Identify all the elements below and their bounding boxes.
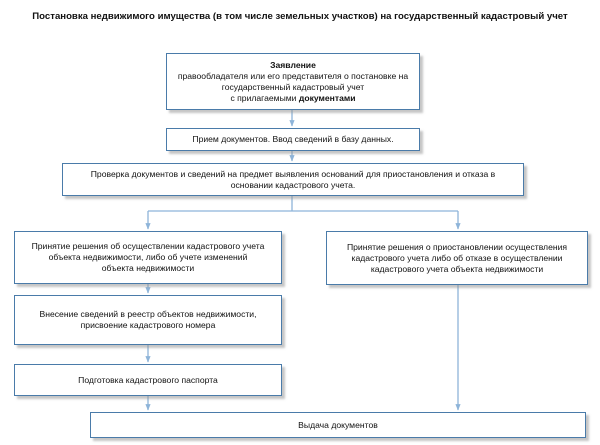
application-line-1: правообладателя или его представителя о … <box>177 70 409 81</box>
application-heading: Заявление <box>270 59 316 70</box>
application-line-3-bold: документами <box>298 92 356 103</box>
page-title: Постановка недвижимого имущества (в том … <box>32 11 568 22</box>
passport-box: Подготовка кадастрового паспорта <box>14 364 282 396</box>
decision-approve-line-2: объекта недвижимости, либо об учете изме… <box>48 252 248 262</box>
intake-box: Прием документов. Ввод сведений в базу д… <box>166 128 420 151</box>
application-line-3-prefix: с прилагаемыми <box>230 92 299 103</box>
passport-text: Подготовка кадастрового паспорта <box>78 374 218 385</box>
registry-entry-line-1: Внесение сведений в реестр объектов недв… <box>39 309 257 319</box>
decision-approve-box: Принятие решения об осуществлении кадаст… <box>14 231 282 284</box>
decision-approve-line-1: Принятие решения об осуществлении кадаст… <box>31 241 265 251</box>
decision-approve-line-3: объекта недвижимости <box>101 263 195 273</box>
application-box: Заявление правообладателя или его предст… <box>166 53 420 110</box>
verification-box: Проверка документов и сведений на предме… <box>62 163 524 196</box>
decision-refuse-box: Принятие решения о приостановлении осуще… <box>326 231 588 285</box>
verification-line-1: Проверка документов и сведений на предме… <box>90 168 496 179</box>
issuance-box: Выдача документов <box>90 412 586 438</box>
decision-refuse-line-3: кадастрового учета объекта недвижимости <box>370 263 544 274</box>
intake-text: Прием документов. Ввод сведений в базу д… <box>192 134 394 144</box>
application-line-3: с прилагаемыми документами <box>178 93 408 104</box>
registry-entry-box: Внесение сведений в реестр объектов недв… <box>14 295 282 345</box>
decision-refuse-line-1: Принятие решения о приостановлении осуще… <box>346 241 568 252</box>
decision-refuse-line-2: кадастрового учета либо об отказе в осущ… <box>351 252 563 263</box>
verification-line-2: основании кадастрового учета. <box>230 179 356 190</box>
registry-entry-line-2: присвоение кадастрового номера <box>80 320 216 330</box>
application-line-2: государственный кадастровый учет <box>221 81 365 92</box>
issuance-text: Выдача документов <box>298 419 378 430</box>
